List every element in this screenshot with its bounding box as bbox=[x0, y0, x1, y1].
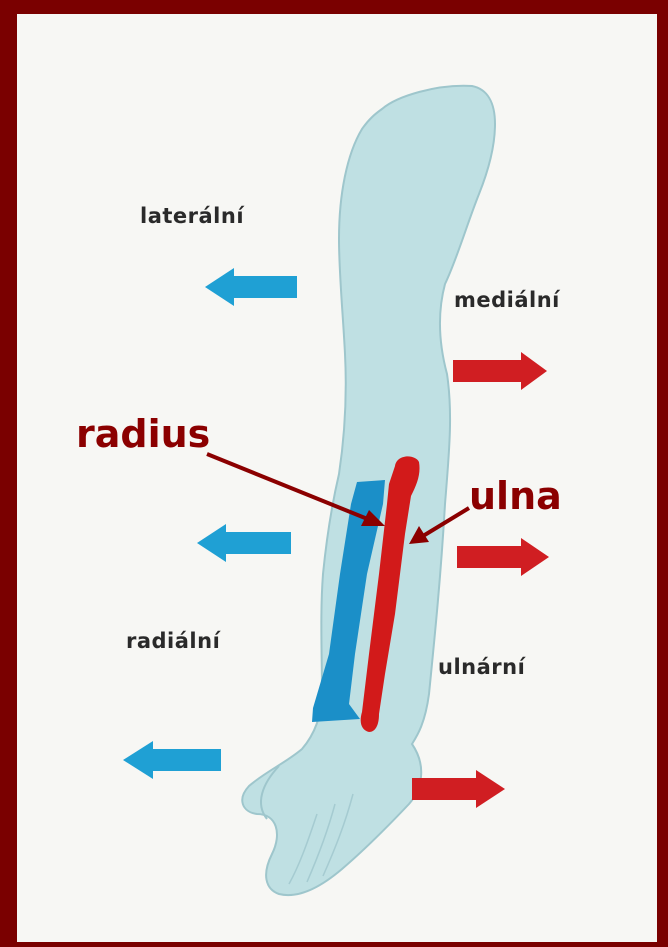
callout-radius: radius bbox=[76, 412, 210, 456]
arrow-medial bbox=[453, 352, 547, 390]
arrow-radial-upper bbox=[197, 524, 291, 562]
arrow-lateral bbox=[205, 268, 297, 306]
label-ulnar: ulnární bbox=[438, 655, 525, 679]
label-lateral: laterální bbox=[140, 204, 244, 228]
label-radial: radiální bbox=[126, 629, 220, 653]
illustration-paper: laterální mediální radiální ulnární radi… bbox=[17, 14, 657, 942]
arrow-ulnar-lower bbox=[412, 770, 505, 808]
arrow-ulnar-upper bbox=[457, 538, 549, 576]
arrow-radial-lower bbox=[123, 741, 221, 779]
label-medial: mediální bbox=[454, 288, 560, 312]
callout-ulna: ulna bbox=[469, 474, 562, 518]
